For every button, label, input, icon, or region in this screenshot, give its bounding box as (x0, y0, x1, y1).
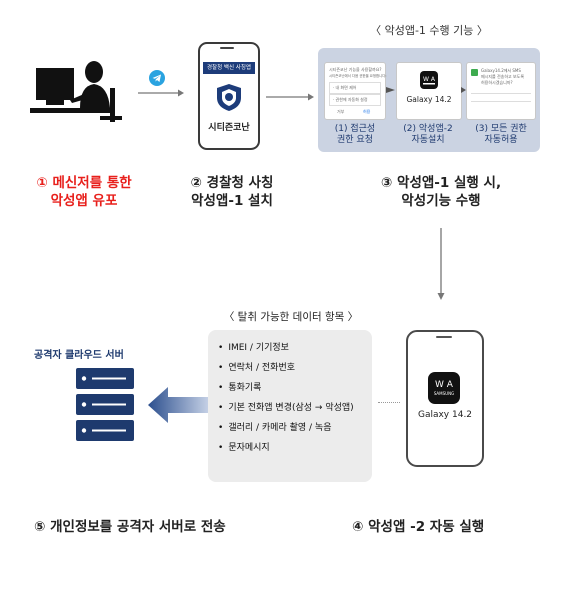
telegram-icon (149, 70, 165, 86)
sms-text-2: 메시지를 전송하고 보도록 (481, 74, 525, 79)
sms-icon (471, 69, 478, 76)
panel-title: 〈 악성앱-1 수행 기능 〉 (370, 24, 488, 37)
hacker-icon (30, 61, 122, 122)
sms-permission-card: Galaxy14.2에서 SMS 메시지를 전송하고 보도록 허용하시겠습니까? (466, 62, 536, 120)
fake-police-app-phone: 경찰청 백신 사칭앱 시티즌코난 (198, 42, 260, 150)
arrow-to-panel (266, 93, 314, 101)
sms-text-1: Galaxy14.2에서 SMS (481, 68, 521, 73)
step5-caption: ⑤ 개인정보를 공격자 서버로 전송 (34, 519, 226, 535)
dialog-deny: 거부 (337, 109, 345, 114)
accessibility-dialog: 시티즌코난 기능을 사용할까요? 시티즌코난에서 다음 권한을 요청합니다: ·… (324, 62, 387, 120)
step4-caption: ④ 악성앱 -2 자동 실행 (352, 519, 485, 535)
phone1-header: 경찰청 백신 사칭앱 (203, 62, 255, 74)
data-item: 문자메시지 (218, 438, 372, 458)
exfil-arrow (148, 387, 210, 423)
data-items-box: IMEI / 기기정보 연락처 / 전화번호 통화기록 기본 전화앱 변경(삼성… (208, 330, 372, 482)
data-item: 갤러리 / 카메라 촬영 / 녹음 (218, 418, 372, 438)
dialog-option-2: · 권한에 자동화 설정 (333, 97, 368, 102)
dialog-subtitle: 시티즌코난에서 다음 권한을 요청합니다: (329, 73, 387, 78)
card2-label: Galaxy 14.2 (406, 95, 452, 104)
dialog-option-1: · 내 화면 제어 (333, 85, 357, 90)
data-item: IMEI / 기기정보 (218, 338, 372, 358)
malware2-install-card: W A Galaxy 14.2 (396, 62, 462, 120)
data-items-title: 〈 탈취 가능한 데이터 항목 〉 (223, 311, 359, 323)
server-label: 공격자 클라우드 서버 (34, 350, 124, 361)
samsung-app-icon: W A (420, 71, 438, 89)
data-item: 기본 전화앱 변경(삼성 → 악성앱) (218, 398, 372, 418)
panel-arrow-2 (461, 87, 466, 93)
data-item: 통화기록 (218, 378, 372, 398)
police-badge-icon (217, 84, 241, 111)
arrow-to-phone (138, 89, 184, 97)
svg-text:W A: W A (423, 76, 436, 83)
phone2-label: Galaxy 14.2 (417, 410, 473, 420)
data-item: 연락처 / 전화번호 (218, 358, 372, 378)
dialog-title: 시티즌코난 기능을 사용할까요? (329, 67, 382, 72)
step3-caption: ③ 악성앱-1 실행 시,악성기능 수행 (380, 175, 502, 209)
sms-text-3: 허용하시겠습니까? (481, 80, 513, 85)
server-icon (76, 368, 134, 441)
samsung-logo-text: SAMSUNG (433, 391, 455, 396)
samsung-logo-icon: W A SAMSUNG (428, 372, 460, 404)
arrow-down (437, 228, 445, 300)
dotted-connector (378, 402, 400, 403)
svg-text:W A: W A (435, 380, 454, 390)
galaxy-phone: W A SAMSUNG Galaxy 14.2 (406, 330, 484, 467)
panel-arrow-1 (386, 87, 395, 93)
dialog-allow: 허용 (363, 109, 371, 114)
phone1-app-name: 시티즌코난 (208, 123, 250, 133)
